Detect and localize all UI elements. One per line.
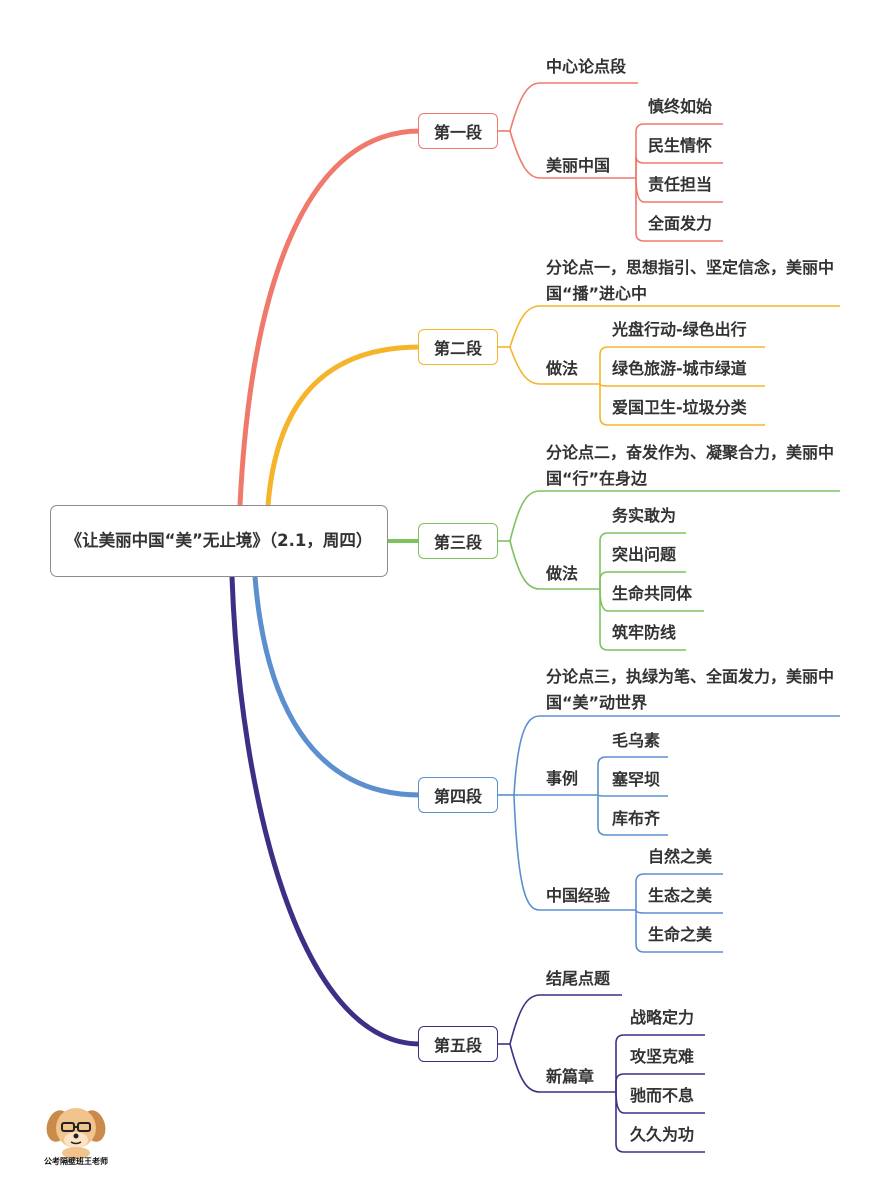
node-central-thesis[interactable]: 中心论点段 [546, 57, 627, 76]
node-examples[interactable]: 事例 [546, 769, 579, 788]
leaf-node[interactable]: 生态之美 [648, 886, 713, 905]
node-method[interactable]: 做法 [546, 564, 579, 583]
leaf-node[interactable]: 务实敢为 [612, 506, 677, 525]
leaf-node[interactable]: 民生情怀 [648, 136, 713, 155]
node-sub-point-2[interactable]: 分论点二，奋发作为、凝聚合力，美丽中国“行”在身边 [546, 443, 835, 488]
leaf-node[interactable]: 塞罕坝 [612, 770, 661, 789]
leaf-node[interactable]: 责任担当 [648, 175, 713, 194]
watermark-text: 公考隔壁班王老师 [44, 1157, 108, 1166]
leaf-node[interactable]: 生命之美 [648, 925, 713, 944]
leaf-node[interactable]: 毛乌素 [612, 731, 661, 750]
node-sub-point-1[interactable]: 分论点一，思想指引、坚定信念，美丽中国“播”进心中 [546, 258, 835, 303]
node-new-chapter[interactable]: 新篇章 [546, 1067, 595, 1086]
leaf-node[interactable]: 生命共同体 [612, 584, 693, 603]
leaf-node[interactable]: 爱国卫生-垃圾分类 [612, 398, 747, 417]
dog-mascot-logo-icon [46, 1108, 106, 1159]
leaf-node[interactable]: 自然之美 [648, 847, 713, 866]
node-method[interactable]: 做法 [546, 359, 579, 378]
section-1-node[interactable]: 第一段 [418, 113, 498, 149]
section-2-node[interactable]: 第二段 [418, 329, 498, 365]
leaf-node[interactable]: 筑牢防线 [612, 623, 677, 642]
leaf-node[interactable]: 驰而不息 [630, 1086, 695, 1105]
node-closing-point[interactable]: 结尾点题 [546, 969, 611, 988]
mindmap-root-title[interactable]: 《让美丽中国“美”无止境》（2.1，周四） [50, 505, 388, 577]
leaf-node[interactable]: 光盘行动-绿色出行 [612, 320, 747, 339]
leaf-node[interactable]: 久久为功 [630, 1125, 695, 1144]
leaf-node[interactable]: 慎终如始 [648, 97, 713, 116]
leaf-node[interactable]: 库布齐 [612, 809, 661, 828]
leaf-node[interactable]: 战略定力 [630, 1008, 695, 1027]
leaf-node[interactable]: 全面发力 [648, 214, 713, 233]
leaf-node[interactable]: 攻坚克难 [630, 1047, 695, 1066]
section-5-node[interactable]: 第五段 [418, 1026, 498, 1062]
node-sub-point-3[interactable]: 分论点三，执绿为笔、全面发力，美丽中国“美”动世界 [546, 667, 835, 712]
section-4-node[interactable]: 第四段 [418, 777, 498, 813]
section-3-node[interactable]: 第三段 [418, 523, 498, 559]
leaf-node[interactable]: 突出问题 [612, 545, 677, 564]
leaf-node[interactable]: 绿色旅游-城市绿道 [612, 359, 747, 378]
node-china-experience[interactable]: 中国经验 [546, 886, 611, 905]
node-beautiful-china[interactable]: 美丽中国 [546, 156, 611, 175]
